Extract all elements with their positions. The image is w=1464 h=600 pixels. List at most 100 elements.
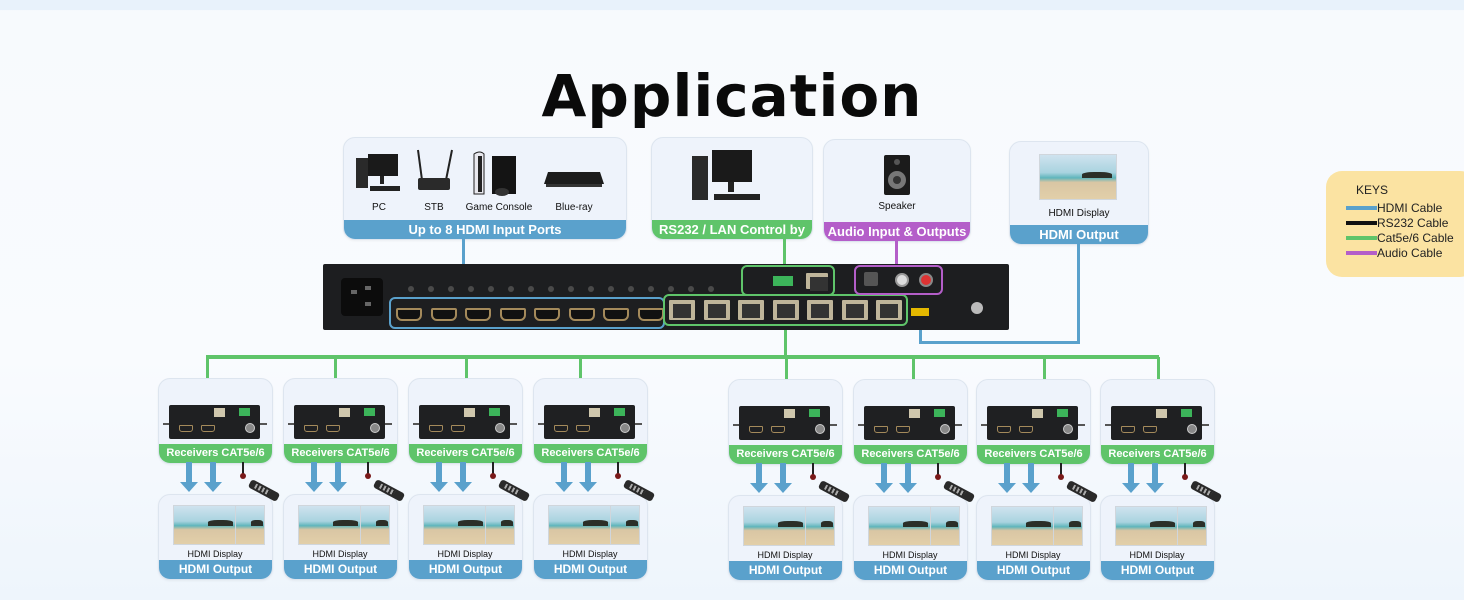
hdmi-arrow-icon: [1146, 463, 1164, 493]
receiver-rs232-terminal: [1181, 409, 1192, 417]
device-label-pc: PC: [372, 202, 386, 213]
hdmi-matrix-device: [323, 264, 1009, 330]
hdmi-arrow-icon: [899, 463, 917, 493]
cable-legend: KEYS HDMI Cable RS232 Cable Cat5e/6 Cabl…: [1326, 171, 1464, 277]
hdmi-input-ports-label: Up to 8 HDMI Input Ports: [344, 220, 626, 239]
receiver-card: Receivers CAT5e/6: [158, 378, 273, 464]
cat-drop: [1157, 357, 1160, 379]
receiver-dc-jack: [1063, 424, 1073, 434]
receiver-label: Receivers CAT5e/6: [284, 444, 397, 463]
receiver-hdmi-port: [771, 426, 785, 433]
top-band: [0, 0, 1464, 10]
receiver-card: Receivers CAT5e/6: [976, 379, 1091, 465]
receiver-label: Receivers CAT5e/6: [159, 444, 272, 463]
hdmi-output-card: HDMI Display HDMI Output: [283, 494, 398, 580]
device-label-stb: STB: [424, 202, 444, 213]
hdmi-out-port: [911, 308, 929, 316]
hdmi-display-icon: [485, 505, 515, 545]
ir-jack: [488, 286, 494, 292]
hdmi-display-icon: [1039, 154, 1117, 200]
hdmi-display-label: HDMI Display: [437, 549, 493, 559]
page-title: Application: [541, 62, 923, 130]
cat-drop: [334, 357, 337, 379]
hdmi-input-port: [568, 308, 595, 321]
receiver-dc-jack: [940, 424, 950, 434]
rs232-terminal: [773, 276, 793, 286]
hdmi-display-label: HDMI Display: [562, 549, 618, 559]
hdbaset-output-port: [772, 300, 799, 320]
hdmi-display-icon: [805, 506, 835, 546]
ir-receiver-cable: [490, 462, 496, 479]
hdmi-input-port: [430, 308, 457, 321]
hdbaset-output-port: [807, 300, 833, 320]
receiver-rs232-terminal: [1057, 409, 1068, 417]
hdbaset-output-port: [669, 300, 695, 320]
hdmi-display-icon: [298, 505, 362, 545]
cat-drop: [785, 357, 788, 379]
hdmi-output-card: HDMI Display HDMI Output: [853, 495, 968, 581]
hdmi-arrow-icon: [305, 462, 323, 492]
receiver-hdmi-port: [874, 426, 888, 433]
cat-bus: [206, 355, 1159, 359]
control-card: RS232 / LAN Control by PC: [651, 137, 813, 240]
cat-drop: [912, 357, 915, 379]
receiver-label: Receivers CAT5e/6: [1101, 445, 1214, 464]
ir-receiver-cable: [615, 462, 621, 479]
receiver-rj45-port: [214, 408, 225, 417]
legend-title: KEYS: [1356, 183, 1389, 197]
audio-input-outputs-label: Audio Input & Outputs: [824, 222, 970, 241]
hdmi-display-icon: [173, 505, 237, 545]
receiver-dc-jack: [620, 423, 630, 433]
device-label-bluray: Blue-ray: [555, 202, 593, 213]
hdmi-output-label: HDMI Output: [977, 561, 1090, 580]
hdmi-display-icon: [360, 505, 390, 545]
hdmi-output-card: HDMI Display HDMI Output: [728, 495, 843, 581]
receiver-device-icon: [169, 405, 260, 439]
control-ports-highlight: [741, 265, 835, 296]
cat-drop: [1043, 357, 1046, 379]
hdmi-output-label: HDMI Output: [1101, 561, 1214, 580]
ir-jack: [428, 286, 434, 292]
receiver-rs232-terminal: [934, 409, 945, 417]
audio-r-jack: [919, 273, 933, 287]
hdmi-display-icon: [423, 505, 487, 545]
receiver-hdmi-port: [326, 425, 340, 432]
hdmi-arrow-icon: [454, 462, 472, 492]
ir-jack: [528, 286, 534, 292]
receiver-rj45-port: [909, 409, 920, 418]
hdmi-input-port: [396, 308, 422, 321]
device-label-game-console: Game Console: [465, 202, 533, 213]
receiver-dc-jack: [495, 423, 505, 433]
hdmi-input-port: [534, 308, 560, 321]
hdmi-display-icon: [610, 505, 640, 545]
receiver-label: Receivers CAT5e/6: [409, 444, 522, 463]
receiver-hdmi-port: [896, 426, 910, 433]
hdmi-output-label: HDMI Output: [729, 561, 842, 580]
rs232-lan-control-label: RS232 / LAN Control by PC: [652, 220, 812, 239]
receiver-rs232-terminal: [614, 408, 625, 416]
ir-receiver-cable: [935, 463, 941, 480]
receiver-rj45-port: [1156, 409, 1167, 418]
top-output-cable-h: [919, 341, 1080, 344]
receiver-hdmi-port: [1019, 426, 1033, 433]
top-output-cable-end: [919, 330, 922, 344]
hdbaset-output-port: [841, 300, 868, 320]
hdmi-output-card: HDMI Display HDMI Output: [533, 494, 648, 580]
audio-l-jack: [895, 273, 909, 287]
hdmi-display-icon: [548, 505, 612, 545]
control-cable: [783, 238, 786, 268]
receiver-dc-jack: [1187, 424, 1197, 434]
hdmi-arrow-icon: [875, 463, 893, 493]
receiver-dc-jack: [815, 424, 825, 434]
receiver-hdmi-port: [1143, 426, 1157, 433]
receiver-card: Receivers CAT5e/6: [283, 378, 398, 464]
receiver-hdmi-port: [1121, 426, 1135, 433]
ir-receiver-cable: [365, 462, 371, 479]
ir-jack: [468, 286, 474, 292]
top-hdmi-output-card: HDMI Display HDMI Output: [1009, 141, 1149, 245]
hdmi-input-port: [465, 308, 491, 321]
receiver-card: Receivers CAT5e/6: [1100, 379, 1215, 465]
ir-jack: [588, 286, 594, 292]
hdmi-output-card: HDMI Display HDMI Output: [158, 494, 273, 580]
ir-jack: [708, 286, 714, 292]
